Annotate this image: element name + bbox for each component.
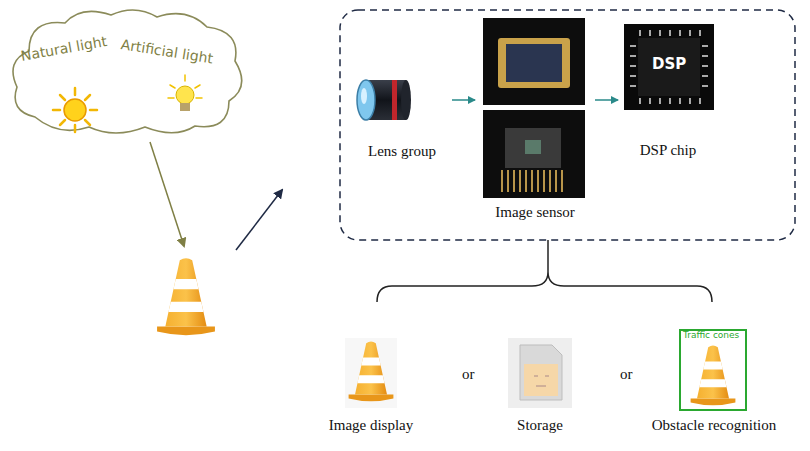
node-label: Lens group [352, 142, 452, 160]
detection-label: Traffic cones [683, 331, 739, 341]
node-label: Image display [318, 416, 424, 434]
component-node: Image sensor [475, 15, 595, 230]
or-text: or [620, 366, 633, 383]
detected-cone [691, 346, 736, 406]
component-node: DSP chip [618, 20, 718, 165]
display-frame [345, 338, 397, 408]
component-node: Lens group [352, 65, 452, 165]
node-label: Obstacle recognition [636, 416, 792, 434]
node-label: Image sensor [475, 203, 595, 221]
component-node: Image display [318, 330, 424, 445]
output-bracket [377, 240, 712, 302]
flow-arrow [452, 99, 475, 101]
detection-box [680, 330, 746, 410]
flow-arrow [595, 99, 618, 101]
sd-card-icon [508, 338, 572, 408]
input-arrow [236, 190, 282, 250]
chip-marking: DSP [652, 56, 686, 73]
lens-icon [357, 80, 411, 120]
light-cloud: Natural lightArtificial light [5, 5, 250, 140]
display-cone [349, 342, 394, 402]
node-label: Storage [495, 416, 585, 434]
light-arrow [150, 142, 184, 246]
dsp-chip-icon [624, 24, 714, 110]
cloud-shape [5, 5, 250, 140]
component-node: Obstacle recognition [636, 325, 792, 445]
node-label: DSP chip [618, 141, 718, 159]
component-node: Storage [495, 330, 585, 445]
camera-module-outline [340, 10, 795, 240]
traffic-cone [157, 258, 215, 335]
or-text: or [462, 366, 475, 383]
image-sensor-icon [483, 18, 585, 198]
